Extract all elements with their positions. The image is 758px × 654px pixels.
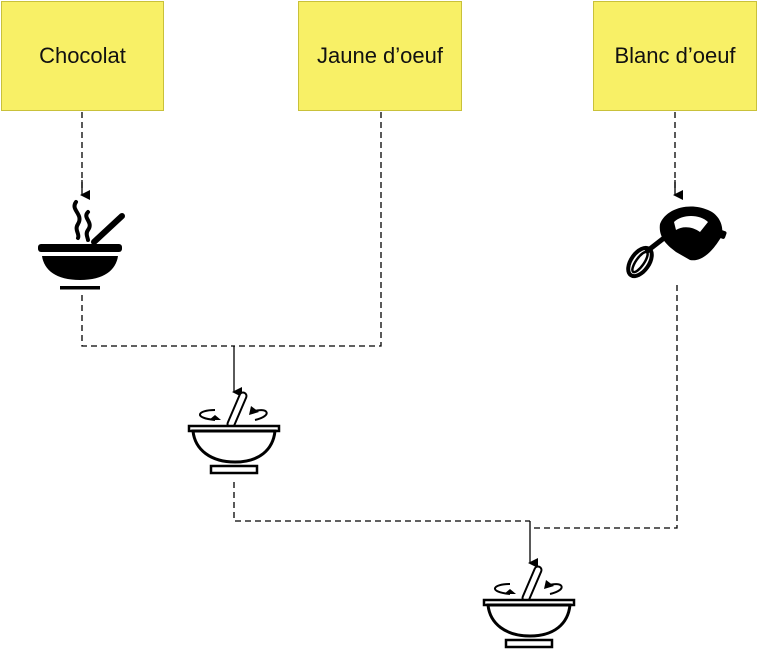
connector-melt-mix xyxy=(81,295,234,347)
ingredient-note-jaune: Jaune d’oeuf xyxy=(298,1,462,111)
hand-mixer-icon xyxy=(626,206,727,279)
connector-jaune-mix xyxy=(234,112,382,347)
ingredient-note-blanc: Blanc d’oeuf xyxy=(593,1,757,111)
mixing-bowl-icon xyxy=(187,391,281,475)
mixing-bowl-icon-final xyxy=(482,565,576,649)
ingredient-note-chocolat: Chocolat xyxy=(1,1,164,111)
connector-mix-final xyxy=(233,482,530,522)
ingredient-label: Chocolat xyxy=(39,43,126,68)
ingredient-label: Blanc d’oeuf xyxy=(614,43,736,68)
hot-bowl-icon xyxy=(38,200,125,290)
ingredient-label: Jaune d’oeuf xyxy=(317,43,443,68)
connector-whisk-final xyxy=(530,285,678,529)
